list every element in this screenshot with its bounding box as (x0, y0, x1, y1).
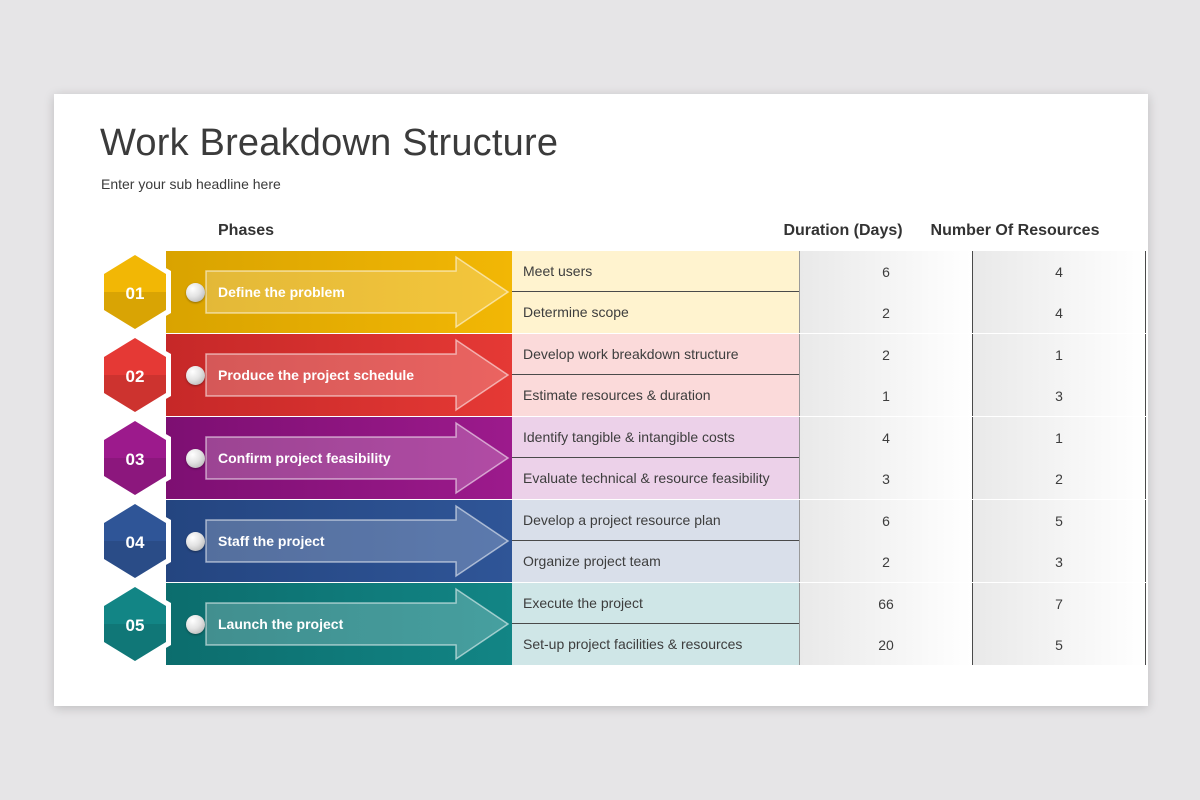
phase-row: 04 Staff the project Develop a project r… (98, 498, 1146, 584)
hexagon-graphic (99, 333, 171, 417)
hexagon-graphic (99, 499, 171, 583)
arrow-banner-graphic (166, 251, 512, 333)
resources-cell: 3 (972, 375, 1146, 416)
phase-label: Staff the project (218, 533, 325, 549)
phase-arrow-banner (166, 417, 512, 499)
hexagon-graphic (99, 582, 171, 666)
hexagon-fill (104, 504, 166, 578)
phase-arrow-banner (166, 500, 512, 582)
slide-title: Work Breakdown Structure (100, 122, 559, 164)
task-cell: Identify tangible & intangible costs (512, 417, 799, 458)
hexagon-shade (104, 541, 166, 578)
hexagon-shade (104, 458, 166, 495)
arrow-banner-graphic (166, 583, 512, 665)
resources-cell: 2 (972, 458, 1146, 499)
task-cell: Develop a project resource plan (512, 500, 799, 541)
phase-label: Produce the project schedule (218, 367, 415, 383)
resources-cell: 5 (972, 624, 1146, 665)
duration-cell: 1 (799, 375, 972, 416)
duration-cell: 6 (799, 251, 972, 293)
arrow-banner-graphic (166, 334, 512, 416)
task-cell: Execute the project (512, 583, 799, 624)
hexagon-shade (104, 292, 166, 329)
hexagon-fill (104, 338, 166, 412)
phase-label: Define the problem (218, 284, 345, 300)
phase-number: 03 (125, 450, 145, 469)
phase-arrow-banner (166, 583, 512, 665)
phase-number: 01 (125, 284, 145, 303)
resources-cell: 1 (972, 417, 1146, 459)
arrow-banner-graphic (166, 500, 512, 582)
phase-row: 05 Launch the project Execute the projec… (98, 581, 1146, 667)
hexagon-fill (104, 587, 166, 661)
duration-cell: 66 (799, 583, 972, 625)
phase-number: 05 (125, 616, 145, 635)
resources-cell: 4 (972, 292, 1146, 333)
hexagon-fill (104, 255, 166, 329)
bullet-icon (186, 449, 205, 468)
duration-cell: 2 (799, 541, 972, 582)
resources-cell: 4 (972, 251, 1146, 293)
resources-cell: 7 (972, 583, 1146, 625)
phase-label: Confirm project feasibility (218, 450, 391, 466)
phase-row: 03 Confirm project feasibility Identify … (98, 415, 1146, 501)
hexagon-badge (98, 332, 172, 418)
task-cell: Develop work breakdown structure (512, 334, 799, 375)
banner-background (166, 251, 512, 333)
duration-cell: 4 (799, 417, 972, 459)
arrow-shape (205, 504, 510, 578)
duration-cell: 2 (799, 292, 972, 333)
duration-cell: 3 (799, 458, 972, 499)
phase-label: Launch the project (218, 616, 344, 632)
task-cell: Evaluate technical & resource feasibilit… (512, 458, 799, 499)
bullet-icon (186, 366, 205, 385)
hexagon-badge (98, 415, 172, 501)
duration-header: Duration (Days) (783, 222, 903, 239)
phase-arrow-banner (166, 334, 512, 416)
resources-cell: 1 (972, 334, 1146, 376)
resources-cell: 5 (972, 500, 1146, 542)
hexagon-badge (98, 249, 172, 335)
hexagon-badge (98, 498, 172, 584)
duration-cell: 2 (799, 334, 972, 376)
banner-background (166, 583, 512, 665)
bullet-icon (186, 615, 205, 634)
task-cell: Determine scope (512, 292, 799, 333)
hexagon-graphic (99, 416, 171, 500)
phase-number: 02 (125, 367, 145, 386)
hexagon-badge (98, 581, 172, 667)
slide: Work Breakdown Structure Enter your sub … (54, 94, 1148, 706)
bullet-icon (186, 532, 205, 551)
task-cell: Set-up project facilities & resources (512, 624, 799, 665)
phase-row: 02 Produce the project schedule Develop … (98, 332, 1146, 418)
phase-number: 04 (125, 533, 145, 552)
phases-header: Phases (218, 222, 275, 239)
task-cell: Meet users (512, 251, 799, 292)
task-cell: Organize project team (512, 541, 799, 582)
arrow-shape (205, 421, 510, 495)
banner-background (166, 500, 512, 582)
arrow-banner-graphic (166, 417, 512, 499)
task-cell: Estimate resources & duration (512, 375, 799, 416)
hexagon-graphic (99, 250, 171, 334)
arrow-shape (205, 255, 510, 329)
slide-subtitle: Enter your sub headline here (101, 176, 281, 192)
arrow-shape (205, 587, 510, 661)
hexagon-fill (104, 421, 166, 495)
phase-arrow-banner (166, 251, 512, 333)
phase-row: 01 Define the problem Meet users Determi… (98, 249, 1146, 335)
banner-background (166, 417, 512, 499)
duration-cell: 20 (799, 624, 972, 665)
hexagon-shade (104, 624, 166, 661)
banner-background (166, 334, 512, 416)
resources-header: Number Of Resources (930, 222, 1100, 239)
bullet-icon (186, 283, 205, 302)
resources-cell: 3 (972, 541, 1146, 582)
arrow-shape (205, 338, 510, 412)
duration-cell: 6 (799, 500, 972, 542)
hexagon-shade (104, 375, 166, 412)
